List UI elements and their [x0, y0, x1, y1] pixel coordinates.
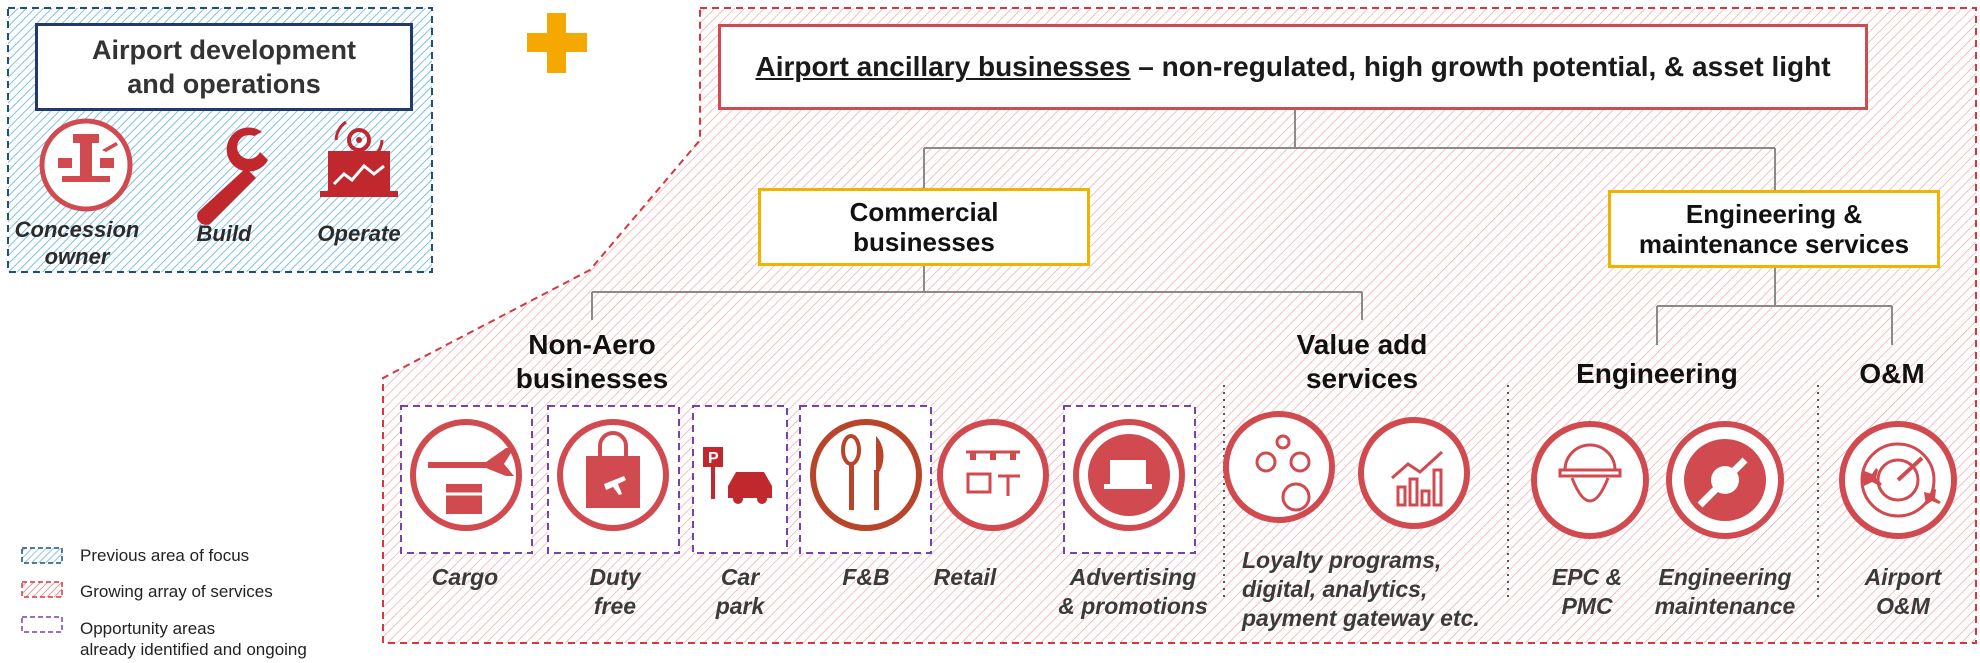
service-advertising-line2: & promotions	[1058, 593, 1208, 619]
operations-laptop-icon	[320, 120, 398, 197]
tree-connectors	[591, 110, 1893, 345]
legend-opportunity-line1: Opportunity areas	[80, 619, 216, 638]
service-loyalty: Loyalty programs, digital, analytics, pa…	[1242, 546, 1502, 633]
left-item-concession-line1: Concession	[14, 217, 140, 242]
left-item-concession-line2: owner	[44, 244, 110, 269]
service-duty-free-line1: Duty	[589, 564, 641, 590]
om-header: O&M	[1859, 358, 1925, 389]
service-retail: Retail	[933, 564, 997, 590]
left-item-operate: Operate	[317, 221, 401, 246]
service-fb: F&B	[842, 564, 890, 590]
legend-swatch-red	[21, 581, 63, 598]
value-add-line2: services	[1305, 363, 1419, 394]
plus-icon	[527, 13, 587, 73]
value-add-line1: Value add	[1296, 329, 1428, 360]
service-loyalty-line3: payment gateway etc.	[1242, 605, 1480, 631]
service-engineering-maintenance: Engineering maintenance	[1645, 563, 1805, 621]
non-aero-line2: businesses	[515, 363, 669, 394]
engineering-maintenance-box: Engineering & maintenance services	[1608, 190, 1940, 268]
cargo-plane-icon	[410, 419, 522, 531]
svg-text:P: P	[708, 450, 719, 467]
legend-growing-services: Growing array of services	[80, 582, 273, 601]
service-eng-maint-line2: maintenance	[1654, 593, 1796, 619]
wrench-icon	[197, 127, 268, 225]
left-item-build: Build	[196, 221, 252, 246]
car-park-icon: P	[703, 447, 772, 504]
eng-services-line1: Engineering &	[1685, 199, 1863, 229]
eng-services-line2: maintenance services	[1638, 229, 1910, 259]
service-eng-maint-line1: Engineering	[1658, 564, 1792, 590]
commercial-line2: businesses	[853, 227, 995, 257]
service-airport-om-line2: O&M	[1876, 593, 1930, 619]
advertising-laptop-icon	[1073, 419, 1185, 531]
control-tower-icon	[39, 118, 133, 212]
service-airport-om: Airport O&M	[1848, 563, 1958, 621]
left-panel-title-line1: Airport development	[91, 35, 357, 65]
service-loyalty-line1: Loyalty programs,	[1242, 547, 1442, 573]
commercial-line1: Commercial	[849, 197, 999, 227]
service-car-park-line2: park	[715, 593, 765, 619]
legend-swatch-blue	[21, 547, 63, 564]
engineer-helmet-icon	[1531, 421, 1649, 539]
cutlery-icon	[810, 419, 922, 531]
service-epc-line1: EPC &	[1551, 564, 1623, 590]
left-panel-title-box: Airport development and operations	[35, 23, 413, 111]
service-duty-free: Duty free	[555, 563, 675, 621]
service-epc-pmc: EPC & PMC	[1537, 563, 1637, 621]
non-aero-header: Non-Aero businesses	[472, 328, 712, 396]
commercial-businesses-box: Commercial businesses	[758, 188, 1090, 266]
main-title-rest: – non-regulated, high growth potential, …	[1130, 51, 1831, 82]
duty-free-bag-icon	[557, 419, 669, 531]
service-loyalty-line2: digital, analytics,	[1242, 576, 1428, 602]
left-panel-title-line2: and operations	[127, 69, 321, 99]
retail-store-icon	[937, 419, 1049, 531]
analytics-chart-icon	[1358, 417, 1470, 529]
service-duty-free-line2: free	[593, 593, 637, 619]
service-cargo: Cargo	[431, 564, 499, 590]
legend-swatch-purple	[21, 616, 63, 633]
engineering-header: Engineering	[1576, 358, 1738, 389]
service-advertising: Advertising & promotions	[1048, 563, 1218, 621]
non-aero-line1: Non-Aero	[528, 329, 656, 360]
legend-opportunity-line2: already identified and ongoing	[80, 640, 307, 659]
legend-previous-focus: Previous area of focus	[80, 546, 250, 565]
service-car-park: Car park	[680, 563, 800, 621]
value-add-header: Value add services	[1242, 328, 1482, 396]
legend-opportunity-areas: Opportunity areas already identified and…	[80, 618, 307, 660]
main-title-underlined: Airport ancillary businesses	[755, 51, 1131, 82]
service-airport-om-line1: Airport	[1864, 564, 1942, 590]
radar-icon	[1839, 421, 1957, 539]
left-item-concession: Concession owner	[2, 216, 152, 270]
gear-wrench-icon	[1666, 421, 1784, 539]
service-advertising-line1: Advertising	[1069, 564, 1197, 590]
service-epc-line2: PMC	[1561, 593, 1613, 619]
loyalty-coins-icon	[1223, 411, 1335, 523]
service-car-park-line1: Car	[720, 564, 760, 590]
separators	[1223, 385, 1819, 600]
main-title-box: Airport ancillary businesses – non-regul…	[718, 24, 1868, 110]
